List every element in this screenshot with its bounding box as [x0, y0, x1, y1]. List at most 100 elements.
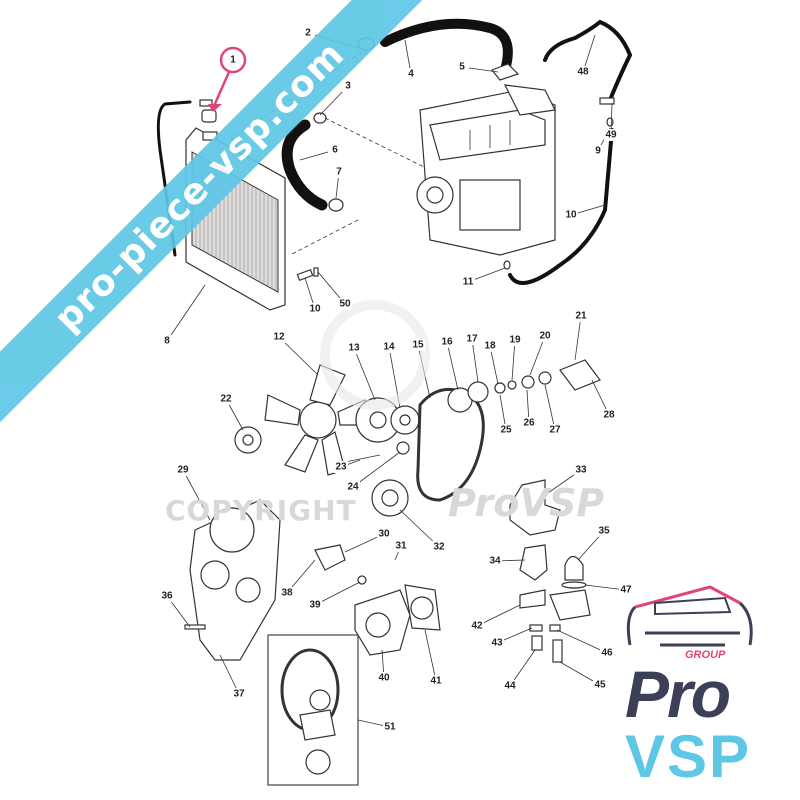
- leader-line-8: [166, 284, 206, 342]
- part-label-34: 34: [489, 556, 501, 567]
- part-label-bg: [574, 464, 588, 476]
- part-label-bg: [176, 464, 190, 476]
- crank-pulley-32: [371, 479, 409, 517]
- part-label-36: 36: [161, 591, 173, 602]
- part-label-bg: [347, 342, 361, 354]
- part-label-bg: [619, 584, 633, 596]
- part-label-bg: [461, 276, 475, 288]
- leader-line-19: [511, 339, 516, 381]
- leader-line-32: [399, 509, 440, 548]
- part-label-48: 48: [577, 67, 589, 78]
- part-label-10: 10: [309, 304, 321, 315]
- part-label-26: 26: [523, 418, 535, 429]
- part-label-bg: [432, 541, 446, 553]
- part-label-29: 29: [177, 465, 189, 476]
- part-label-bg: [488, 555, 502, 567]
- part-label-20: 20: [539, 331, 551, 342]
- part-label-bg: [411, 339, 425, 351]
- part-label-bg: [574, 310, 588, 322]
- leader-line-39: [314, 581, 361, 606]
- part-label-bg: [490, 637, 504, 649]
- part-label-44: 44: [504, 681, 516, 692]
- part-label-38: 38: [281, 588, 293, 599]
- part-label-11: 11: [463, 277, 474, 288]
- part-label-3: 3: [345, 81, 351, 92]
- part-label-bg: [538, 330, 552, 342]
- leader-line-17: [471, 338, 479, 383]
- part-label-31: 31: [395, 541, 407, 552]
- part-label-42: 42: [471, 621, 483, 632]
- top-hose: [380, 18, 513, 75]
- part-label-1: 1: [230, 55, 236, 66]
- part-label-50: 50: [339, 299, 351, 310]
- part-label-7: 7: [336, 167, 342, 178]
- leader-line-18: [489, 345, 499, 385]
- leader-line-12: [278, 336, 319, 376]
- part-label-bg: [597, 525, 611, 537]
- part-label-bg: [301, 27, 315, 39]
- part-label-bg: [429, 675, 443, 687]
- part-label-35: 35: [598, 526, 610, 537]
- part-label-bg: [465, 333, 479, 345]
- part-label-bg: [377, 528, 391, 540]
- part-label-22: 22: [220, 394, 232, 405]
- part-label-32: 32: [433, 542, 445, 553]
- part-label-bg: [382, 341, 396, 353]
- part-label-41: 41: [430, 676, 442, 687]
- pump-gasket-41: [404, 584, 441, 631]
- part-label-bg: [483, 340, 497, 352]
- assembly-guide: [324, 117, 431, 171]
- part-label-bg: [602, 409, 616, 421]
- copyright-watermark: COPYRIGHT: [165, 496, 357, 526]
- part-label-8: 8: [164, 336, 170, 347]
- part-label-21: 21: [575, 311, 587, 322]
- part-label-bg: [272, 331, 286, 343]
- part-label-bg: [334, 461, 348, 473]
- pump-bearing-parts: [447, 359, 601, 413]
- part-label-bg: [522, 417, 536, 429]
- part-label-12: 12: [273, 332, 285, 343]
- copyright-text: COPYRIGHT: [165, 494, 357, 527]
- fan: [264, 364, 371, 476]
- part-label-24: 24: [347, 482, 359, 493]
- car-outline-icon: [626, 585, 753, 647]
- part-label-17: 17: [466, 334, 478, 345]
- part-label-5: 5: [459, 62, 465, 73]
- leader-line-37: [219, 654, 240, 695]
- part-label-bg: [308, 599, 322, 611]
- part-label-23: 23: [335, 462, 347, 473]
- leader-line-21: [574, 315, 582, 361]
- part-label-bg: [338, 298, 352, 310]
- part-label-bg: [548, 424, 562, 436]
- leader-line-27: [544, 384, 556, 431]
- leader-line-29: [182, 469, 211, 521]
- heater-hose-48: [543, 19, 633, 102]
- part-label-bg: [593, 679, 607, 691]
- thermostat-housing: [509, 479, 591, 663]
- part-label-6: 6: [332, 145, 338, 156]
- leader-line-46: [556, 629, 608, 654]
- heater-hose-10: [508, 128, 614, 285]
- part-label-bg: [440, 336, 454, 348]
- part-label-bg: [503, 680, 517, 692]
- part-label-28: 28: [603, 410, 615, 421]
- part-label-4: 4: [408, 69, 414, 80]
- part-label-51: 51: [384, 722, 396, 733]
- part-label-bg: [232, 688, 246, 700]
- part-label-14: 14: [383, 342, 395, 353]
- copyright-brand: ProVSP: [448, 481, 605, 525]
- leader-line-24: [352, 451, 401, 488]
- part-label-37: 37: [233, 689, 245, 700]
- part-label-bg: [219, 393, 233, 405]
- part-label-bg: [455, 61, 469, 73]
- part-label-bg: [470, 620, 484, 632]
- timing-cover: [184, 499, 281, 661]
- watermark-ring: [320, 300, 430, 410]
- part-label-bg: [160, 590, 174, 602]
- part-label-33: 33: [575, 465, 587, 476]
- part-label-27: 27: [549, 425, 561, 436]
- part-label-13: 13: [348, 343, 360, 354]
- part-label-43: 43: [491, 638, 503, 649]
